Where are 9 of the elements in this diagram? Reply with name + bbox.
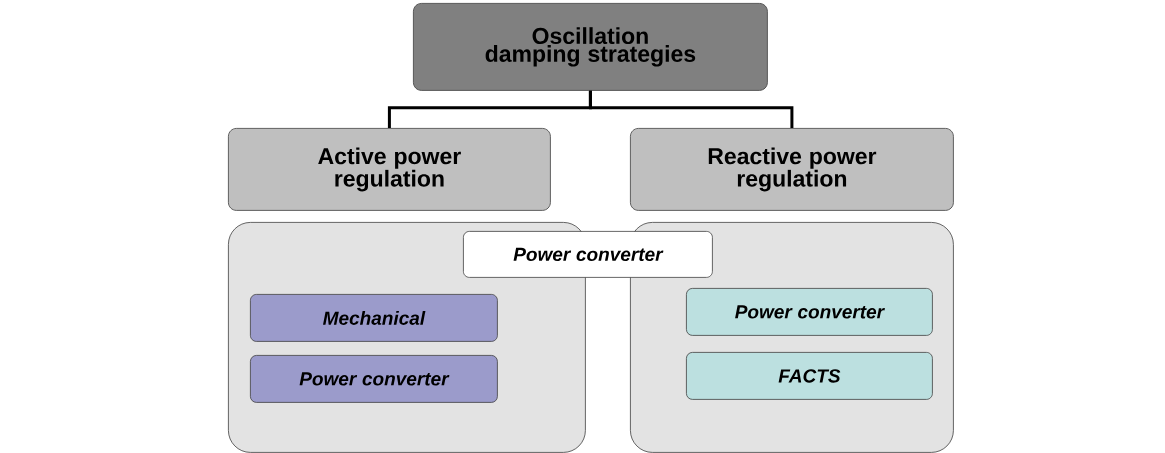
option-box: Mechanical [250,294,498,342]
category-box: Oscillation damping strategies [413,3,768,91]
connector [588,90,794,128]
category-box: Active power regulation [228,128,551,211]
option-box: Power converter [250,355,498,403]
option-box: Power converter [686,288,933,336]
option-box: Power converter [463,231,713,278]
option-box: FACTS [686,352,933,400]
category-box: Reactive power regulation [630,128,954,211]
